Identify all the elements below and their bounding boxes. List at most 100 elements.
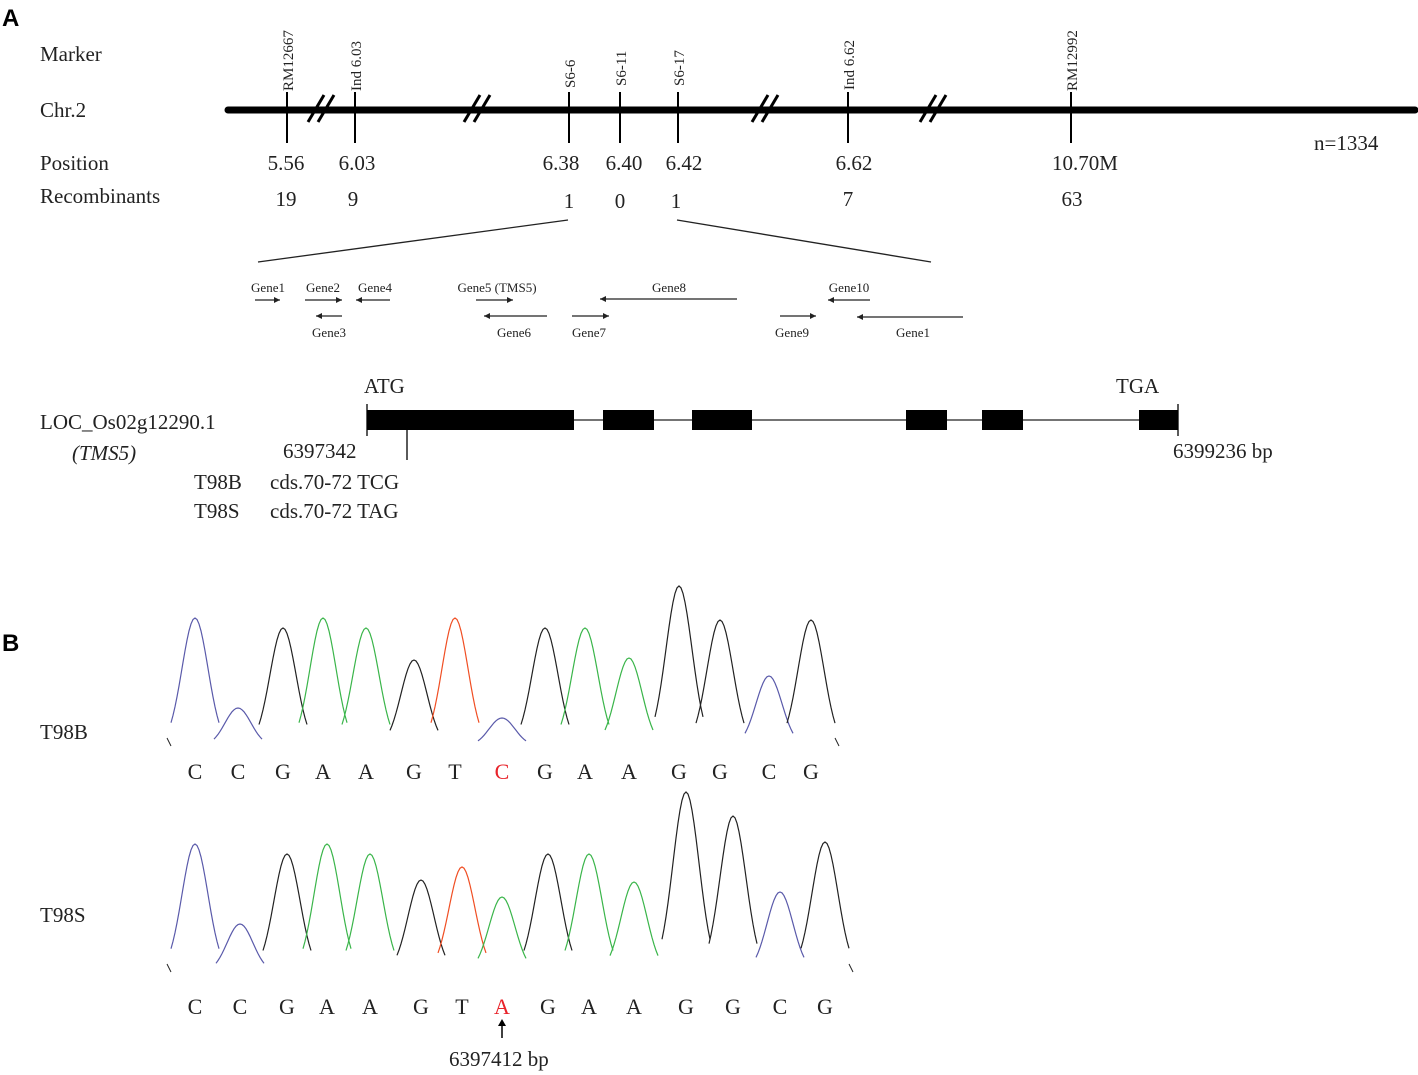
trace-peak	[520, 627, 570, 725]
chromosome-label: Chr.2	[40, 98, 86, 122]
exon	[906, 410, 947, 430]
marker-0: RM12667 5.56 19	[268, 30, 305, 211]
svg-text:Gene5 (TMS5): Gene5 (TMS5)	[457, 280, 536, 295]
marker-position: 10.70M	[1052, 151, 1118, 175]
trace-peak	[258, 627, 308, 725]
marker-position: 5.56	[268, 151, 305, 175]
chromatogram-t98b	[166, 585, 840, 747]
marker-5: Ind 6.62 6.62 7	[836, 40, 873, 211]
panel-a-label: A	[2, 5, 19, 32]
base-call: G	[817, 994, 833, 1019]
trace-tail	[166, 737, 172, 747]
gene-arrow: Gene7	[572, 313, 609, 340]
chromatogram-t98s	[166, 791, 854, 973]
trace-peak	[786, 619, 836, 724]
marker-2: S6-6 6.38 1	[543, 59, 580, 213]
svg-text:Gene9: Gene9	[775, 325, 809, 340]
base-call: G	[671, 759, 687, 784]
trace-peak	[654, 585, 704, 718]
gene-arrow: Gene8	[600, 280, 737, 302]
base-call: C	[233, 994, 248, 1019]
marker-name: Ind 6.03	[349, 41, 365, 91]
locus-id: LOC_Os02g12290.1	[40, 410, 216, 434]
trace-peak	[755, 891, 805, 958]
marker-name: Ind 6.62	[842, 40, 858, 90]
allele-cds: cds.70-72 TCG	[270, 470, 399, 494]
stop-codon: TGA	[1116, 374, 1160, 398]
svg-text:Gene10: Gene10	[829, 280, 869, 295]
base-call: G	[413, 994, 429, 1019]
marker-position: 6.40	[606, 151, 643, 175]
marker-position: 6.38	[543, 151, 580, 175]
svg-text:Gene6: Gene6	[497, 325, 531, 340]
svg-text:Gene3: Gene3	[312, 325, 346, 340]
trace-peak	[564, 853, 614, 951]
trace-peak	[477, 717, 527, 742]
marker-recombinants: 0	[615, 189, 626, 213]
marker-name: S6-17	[672, 50, 688, 86]
marker-recombinants: 63	[1062, 187, 1083, 211]
marker-position: 6.62	[836, 151, 873, 175]
marker-recombinants: 7	[843, 187, 854, 211]
trace-peak	[708, 815, 758, 944]
allele-line: T98B	[194, 470, 242, 494]
base-call: G	[537, 759, 553, 784]
trace-peak	[298, 617, 348, 723]
base-call: C	[773, 994, 788, 1019]
base-call: G	[725, 994, 741, 1019]
gene-model: LOC_Os02g12290.1 (TMS5) ATG TGA 6397342 …	[40, 374, 1273, 523]
svg-text:Gene7: Gene7	[572, 325, 606, 340]
base-call: C	[762, 759, 777, 784]
base-call: G	[279, 994, 295, 1019]
zoom-lines	[257, 219, 932, 263]
base-call: A	[315, 759, 331, 784]
gene-arrow: Gene5 (TMS5)	[457, 280, 537, 303]
exon	[1139, 410, 1178, 430]
gene-arrow: Gene2	[305, 280, 342, 303]
trace-peak	[341, 627, 391, 725]
marker-header: Marker	[40, 42, 102, 66]
start-codon: ATG	[364, 374, 405, 398]
trace-peak	[477, 896, 527, 959]
trace-tail	[848, 963, 854, 973]
base-call: T	[448, 759, 462, 784]
trace-peak	[262, 853, 312, 951]
trace-peak	[170, 843, 220, 949]
base-call: A	[577, 759, 593, 784]
base-call: A	[626, 994, 642, 1019]
recombinants-header: Recombinants	[40, 184, 160, 208]
trace-peak	[170, 617, 220, 723]
base-call: A	[581, 994, 597, 1019]
exon	[367, 410, 574, 430]
base-call: G	[540, 994, 556, 1019]
gene-arrow: Gene9	[775, 313, 816, 340]
trace-tail	[166, 963, 172, 973]
trace-peak	[215, 923, 265, 964]
base-call: C	[495, 759, 510, 784]
marker-name: RM12667	[281, 30, 297, 91]
panel-b-label: B	[2, 630, 19, 657]
base-call: G	[712, 759, 728, 784]
trace-peak	[437, 866, 487, 954]
gene-arrow: Gene1	[857, 314, 963, 340]
gene-arrow: Gene4	[356, 280, 392, 303]
base-call: A	[362, 994, 378, 1019]
marker-1: Ind 6.03 6.03 9	[339, 41, 376, 211]
trace-label-t98s: T98S	[40, 903, 86, 927]
trace-peak	[744, 675, 794, 734]
svg-text:Gene8: Gene8	[652, 280, 686, 295]
locus-alias: (TMS5)	[72, 441, 136, 465]
gene-arrow: Gene3	[312, 313, 346, 340]
trace-peak	[523, 853, 573, 951]
snp-arrow	[498, 1019, 506, 1038]
snp-position: 6397412 bp	[449, 1047, 549, 1071]
base-call: G	[406, 759, 422, 784]
base-call: A	[319, 994, 335, 1019]
gene-arrow: Gene1	[251, 280, 285, 303]
trace-label-t98b: T98B	[40, 720, 88, 744]
marker-recombinants: 19	[276, 187, 297, 211]
trace-peak	[604, 657, 654, 731]
